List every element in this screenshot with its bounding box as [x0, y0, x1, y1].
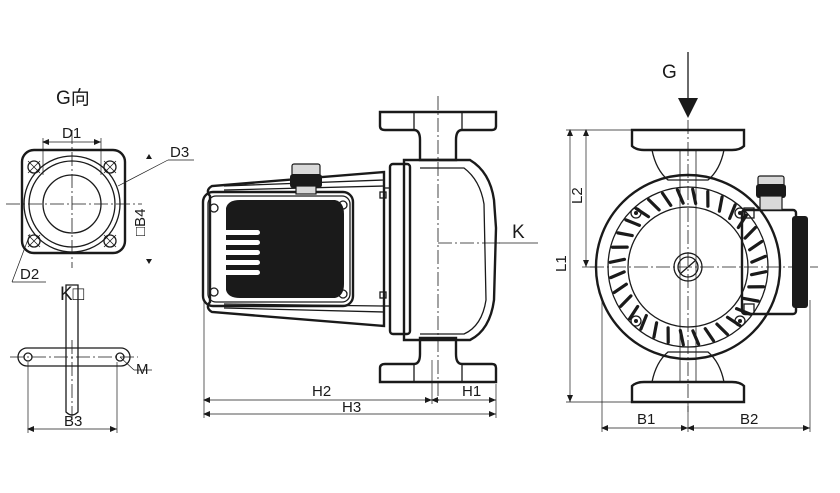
base-stem [65, 284, 79, 416]
cooling-fin [703, 327, 716, 343]
h2-label: H2 [312, 383, 331, 400]
cooling-fin [628, 304, 640, 321]
cooling-fin [647, 198, 661, 212]
square-flange [20, 148, 127, 255]
cooling-fin [736, 213, 748, 230]
m-label: M [136, 361, 149, 378]
cooling-fin [612, 282, 628, 295]
g-label: G [662, 62, 677, 83]
flange-view: G向 D1 D3 □B4 D2 [6, 87, 194, 283]
base-view: K□ M B3 [10, 284, 152, 433]
cooling-fin [749, 270, 768, 277]
cooling-fin [742, 296, 760, 303]
cooling-fin [660, 191, 673, 207]
cooling-fin [750, 254, 767, 264]
cooling-fin [616, 231, 634, 238]
cable-gland-side [290, 163, 322, 195]
cooling-fin [734, 307, 752, 316]
cooling-fin [691, 329, 701, 346]
cooling-fin [608, 257, 627, 264]
d2-label: D2 [20, 266, 39, 283]
vent-slots [216, 230, 260, 275]
cooling-fin [728, 203, 737, 221]
terminal-cover [226, 200, 344, 298]
cable-gland-front [756, 175, 786, 211]
cooling-fin [634, 207, 651, 219]
terminal-box [201, 190, 355, 308]
b3-label: B3 [64, 413, 82, 430]
h3-label: H3 [342, 399, 361, 416]
cooling-fin [748, 239, 764, 252]
cooling-fin [678, 328, 685, 347]
front-view: G [553, 52, 818, 432]
cooling-fin [619, 294, 633, 308]
l2-label: L2 [569, 187, 586, 204]
cooling-fin [652, 321, 659, 339]
cooling-fin [743, 226, 757, 240]
h1-label: H1 [462, 383, 481, 400]
cooling-fin [639, 313, 648, 331]
side-view: K H2 H1 H3 [201, 96, 538, 418]
bottom-flange-front [630, 380, 746, 404]
b1-label: B1 [637, 411, 655, 428]
cooling-fin [675, 188, 685, 205]
motor-flange-plate [388, 162, 412, 336]
b4-label: □B4 [132, 209, 149, 236]
b2-label: B2 [740, 411, 758, 428]
cooling-fin [717, 195, 724, 213]
cooling-fin [725, 315, 742, 327]
bottom-flange-side [378, 336, 498, 384]
pump-volute [402, 158, 498, 342]
view-g-label: G向 [56, 87, 90, 109]
cooling-fin [624, 218, 642, 227]
k-square-label: K□ [60, 284, 85, 305]
g-arrow-icon [678, 98, 698, 118]
cooling-fin [715, 322, 729, 336]
d3-label: D3 [170, 144, 189, 161]
motor-bolts [630, 207, 746, 327]
k-label: K [512, 222, 525, 243]
cooling-fins [608, 187, 768, 347]
l1-label: L1 [553, 255, 570, 272]
cooling-fin [691, 187, 698, 206]
bolt-holes [27, 160, 117, 248]
d1-label: D1 [62, 125, 81, 142]
cooling-fin [609, 270, 626, 280]
top-flange-front [630, 128, 746, 152]
